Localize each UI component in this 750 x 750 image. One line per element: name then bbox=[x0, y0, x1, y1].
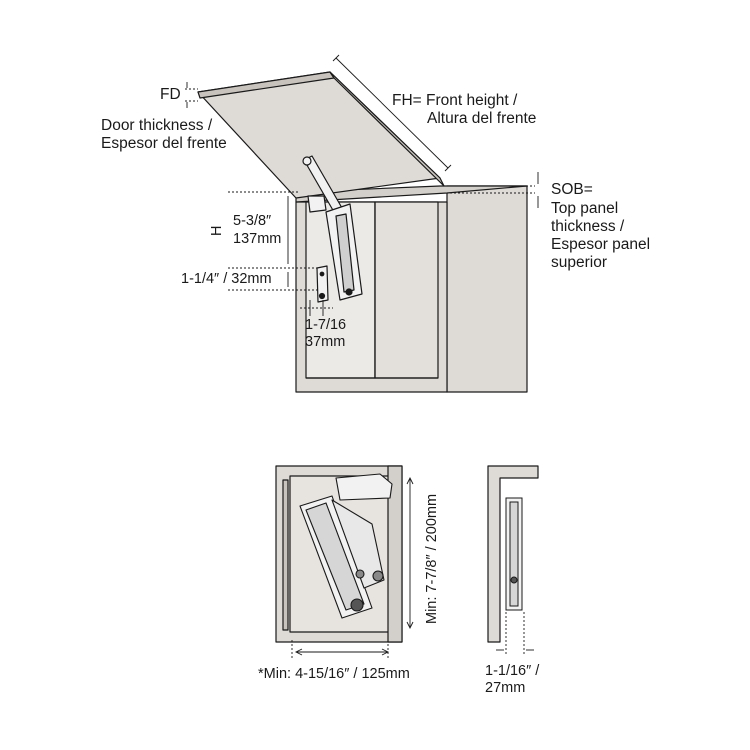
sob-line3: thickness / bbox=[551, 218, 625, 235]
lift-door-front-edge bbox=[329, 71, 445, 187]
front-view-door-edge bbox=[387, 465, 403, 643]
sob-line5: superior bbox=[551, 254, 607, 271]
dim-37-line1: 1-7/16 bbox=[305, 317, 347, 333]
dimension-lines-top bbox=[185, 54, 539, 316]
sob-line2: Top panel bbox=[551, 200, 619, 217]
dim-32-label: 1-1/4″ / 32mm bbox=[181, 271, 272, 287]
front-view-dimensions bbox=[291, 476, 414, 658]
lift-mechanism-top bbox=[302, 155, 363, 303]
side-view-dimensions bbox=[496, 612, 534, 656]
sob-line4: Espesor panel bbox=[551, 236, 651, 253]
side-width-line2: 27mm bbox=[485, 680, 526, 696]
h-label: H bbox=[209, 225, 225, 236]
fd-label: FD bbox=[160, 86, 181, 103]
door-thickness-line1: Door thickness / bbox=[101, 117, 213, 134]
cabinet-side-panel bbox=[446, 185, 528, 393]
front-view-mechanism bbox=[299, 473, 393, 619]
dim-137-line1: 5-3/8″ bbox=[233, 213, 272, 229]
min-width-label: *Min: 4-15/16″ / 125mm bbox=[258, 666, 410, 682]
side-width-line1: 1-1/16″ / bbox=[485, 663, 540, 679]
door-thickness-line2: Espesor del frente bbox=[101, 135, 227, 152]
side-view-mechanism bbox=[505, 497, 523, 611]
cabinet-interior-back bbox=[374, 201, 439, 379]
min-height-label: Min: 7-7/8″ / 200mm bbox=[424, 493, 440, 624]
side-view-panel bbox=[487, 465, 539, 643]
sob-line1: SOB= bbox=[551, 181, 593, 198]
front-height-line1: FH= Front height / bbox=[392, 92, 518, 109]
dim-37-line2: 37mm bbox=[305, 334, 346, 350]
front-view-side-rail bbox=[282, 479, 289, 631]
dim-137-line2: 137mm bbox=[233, 231, 282, 247]
side-view-cabinet bbox=[487, 465, 539, 643]
front-height-line2: Altura del frente bbox=[427, 110, 537, 127]
